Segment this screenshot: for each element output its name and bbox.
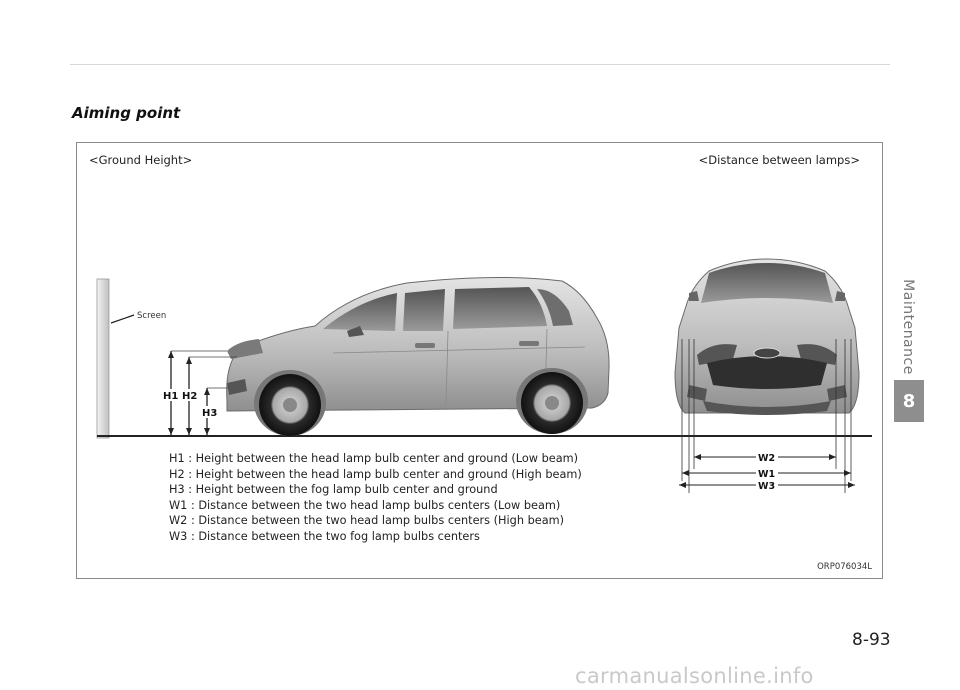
car-front-view xyxy=(674,258,860,415)
w3-label: W3 xyxy=(758,481,775,492)
screen-wall xyxy=(96,278,110,439)
ground-height-caption: <Ground Height> xyxy=(89,153,193,167)
width-guide-lines xyxy=(681,339,852,493)
car-side-view xyxy=(226,276,610,436)
lamp-distance-caption: <Distance between lamps> xyxy=(698,153,860,167)
legend-item: H2 : Height between the head lamp bulb c… xyxy=(169,467,582,481)
legend-item: H3 : Height between the fog lamp bulb ce… xyxy=(169,483,498,497)
chapter-tab-label: Maintenance xyxy=(888,279,928,375)
figure-code: ORP076034L xyxy=(817,562,872,572)
watermark: carmanualsonline.info xyxy=(575,664,814,688)
chapter-tab-text: Maintenance xyxy=(900,279,916,375)
screen-pointer xyxy=(110,314,135,324)
legend-item: H1 : Height between the head lamp bulb c… xyxy=(169,452,579,465)
w1-label: W1 xyxy=(758,469,775,480)
h1-label: H1 xyxy=(163,391,178,402)
h3-label: H3 xyxy=(202,408,217,419)
legend-item: W2 : Distance between the two head lamp … xyxy=(169,514,565,528)
h2-label: H2 xyxy=(182,391,197,402)
section-title: Aiming point xyxy=(72,104,181,122)
chapter-number-badge: 8 xyxy=(894,380,924,422)
illustration: Screen xyxy=(96,258,872,493)
screen-label: Screen xyxy=(137,311,166,321)
aiming-figure: <Ground Height> <Distance between lamps>… xyxy=(76,142,883,579)
top-divider xyxy=(70,64,890,65)
w2-label: W2 xyxy=(758,453,775,464)
page-number: 8-93 xyxy=(852,630,891,650)
legend-item: W1 : Distance between the two head lamp … xyxy=(169,498,561,512)
legend-item: W3 : Distance between the two fog lamp b… xyxy=(169,529,480,543)
dimension-legend: H1 : Height between the head lamp bulb c… xyxy=(169,451,582,545)
